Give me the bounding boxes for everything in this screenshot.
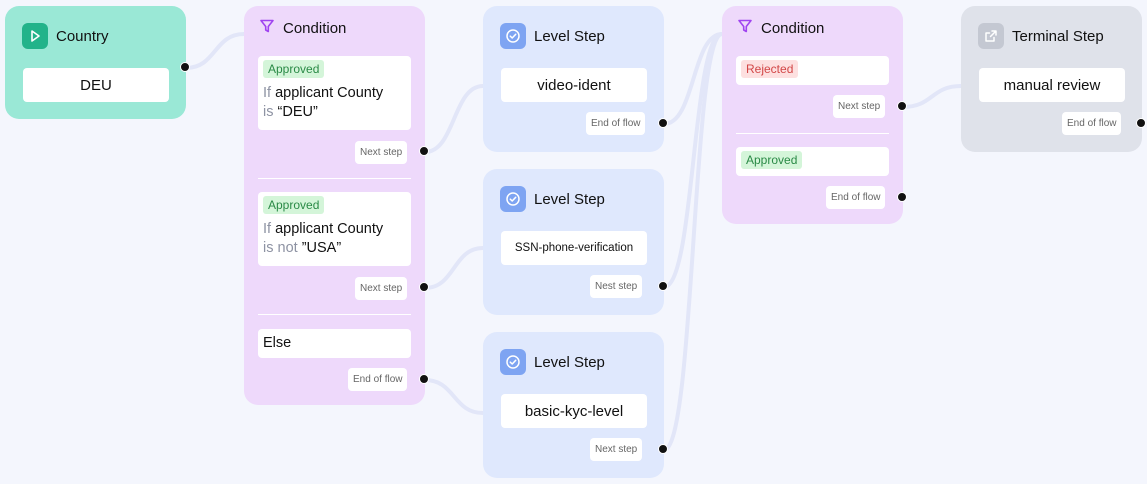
level-step-1-title: Level Step xyxy=(534,27,605,45)
level-step-1-output-port[interactable] xyxy=(658,118,668,128)
condition-1-branch-2[interactable]: Approved If applicant County is not ”USA… xyxy=(258,192,411,266)
terminal-step-port-label: End of flow xyxy=(1062,112,1122,135)
edge-cond1-else-to-level3 xyxy=(424,378,484,415)
condition-node-1[interactable]: Condition Approved If applicant County i… xyxy=(244,6,425,405)
external-link-icon xyxy=(978,23,1004,49)
level-step-2-title: Level Step xyxy=(534,190,605,208)
condition-node-2[interactable]: Condition Rejected Next step Approved En… xyxy=(722,6,903,224)
status-badge-approved: Approved xyxy=(741,151,803,169)
edge-cond1-branch1-to-level1 xyxy=(424,84,484,154)
level-step-3-title: Level Step xyxy=(534,353,605,371)
condition-1-branch-2-port[interactable] xyxy=(419,282,429,292)
terminal-step-node[interactable]: Terminal Step manual review End of flow xyxy=(961,6,1142,152)
condition-2-branch-2-port-label: End of flow xyxy=(826,186,886,209)
status-badge-approved: Approved xyxy=(263,60,325,78)
divider xyxy=(258,314,411,315)
edge-level1-to-cond2 xyxy=(663,32,723,126)
condition-2-branch-1-port-label: Next step xyxy=(833,95,886,118)
level-step-2-header: Level Step xyxy=(500,186,605,212)
condition-1-branch-1[interactable]: Approved If applicant County is “DEU” xyxy=(258,56,411,130)
country-value[interactable]: DEU xyxy=(23,68,169,102)
check-circle-icon xyxy=(500,23,526,49)
condition-1-title: Condition xyxy=(283,19,347,37)
divider xyxy=(258,178,411,179)
country-title: Country xyxy=(56,27,109,45)
edge-cond2-to-terminal xyxy=(902,84,962,109)
level-step-1-header: Level Step xyxy=(500,23,605,49)
terminal-step-value[interactable]: manual review xyxy=(979,68,1125,102)
country-output-port[interactable] xyxy=(180,62,190,72)
country-node[interactable]: Country DEU xyxy=(5,6,186,119)
country-header: Country xyxy=(22,23,109,49)
status-badge-approved: Approved xyxy=(263,196,325,214)
terminal-step-title: Terminal Step xyxy=(1012,27,1104,45)
level-step-node-1[interactable]: Level Step video-ident End of flow xyxy=(483,6,664,152)
condition-2-branch-1-port[interactable] xyxy=(897,101,907,111)
edge-cond1-branch2-to-level2 xyxy=(424,246,484,290)
level-step-node-2[interactable]: Level Step SSN-phone-verification Nest s… xyxy=(483,169,664,315)
condition-1-else-port-label: End of flow xyxy=(348,368,408,391)
level-step-node-3[interactable]: Level Step basic-kyc-level Next step xyxy=(483,332,664,478)
condition-2-header: Condition xyxy=(737,18,824,38)
filter-icon xyxy=(737,18,753,38)
level-step-2-value[interactable]: SSN-phone-verification xyxy=(501,231,647,265)
level-step-1-port-label: End of flow xyxy=(586,112,646,135)
edge-country-to-condition xyxy=(185,32,245,70)
condition-2-branch-2-port[interactable] xyxy=(897,192,907,202)
status-badge-rejected: Rejected xyxy=(741,60,799,78)
level-step-1-value[interactable]: video-ident xyxy=(501,68,647,102)
condition-1-else-port[interactable] xyxy=(419,374,429,384)
divider xyxy=(736,133,889,134)
terminal-step-output-port[interactable] xyxy=(1136,118,1146,128)
level-step-3-output-port[interactable] xyxy=(658,444,668,454)
edge-level3-to-cond2 xyxy=(663,32,724,452)
condition-2-branch-2[interactable]: Approved xyxy=(736,147,889,176)
level-step-2-port-label: Nest step xyxy=(590,275,643,298)
terminal-step-header: Terminal Step xyxy=(978,23,1104,49)
condition-1-header: Condition xyxy=(259,18,346,38)
check-circle-icon xyxy=(500,349,526,375)
condition-1-rule-1: If applicant County is “DEU” xyxy=(263,85,384,120)
condition-1-branch-2-port-label: Next step xyxy=(355,277,408,300)
filter-icon xyxy=(259,18,275,38)
edge-level2-to-cond2 xyxy=(663,32,723,289)
check-circle-icon xyxy=(500,186,526,212)
level-step-3-header: Level Step xyxy=(500,349,605,375)
play-icon xyxy=(22,23,48,49)
condition-2-title: Condition xyxy=(761,19,825,37)
condition-1-else[interactable]: Else xyxy=(258,329,411,358)
level-step-3-value[interactable]: basic-kyc-level xyxy=(501,394,647,428)
level-step-3-port-label: Next step xyxy=(590,438,643,461)
condition-1-rule-2: If applicant County is not ”USA” xyxy=(263,221,384,256)
condition-2-branch-1[interactable]: Rejected xyxy=(736,56,889,85)
condition-1-branch-1-port-label: Next step xyxy=(355,141,408,164)
condition-1-branch-1-port[interactable] xyxy=(419,146,429,156)
level-step-2-output-port[interactable] xyxy=(658,281,668,291)
